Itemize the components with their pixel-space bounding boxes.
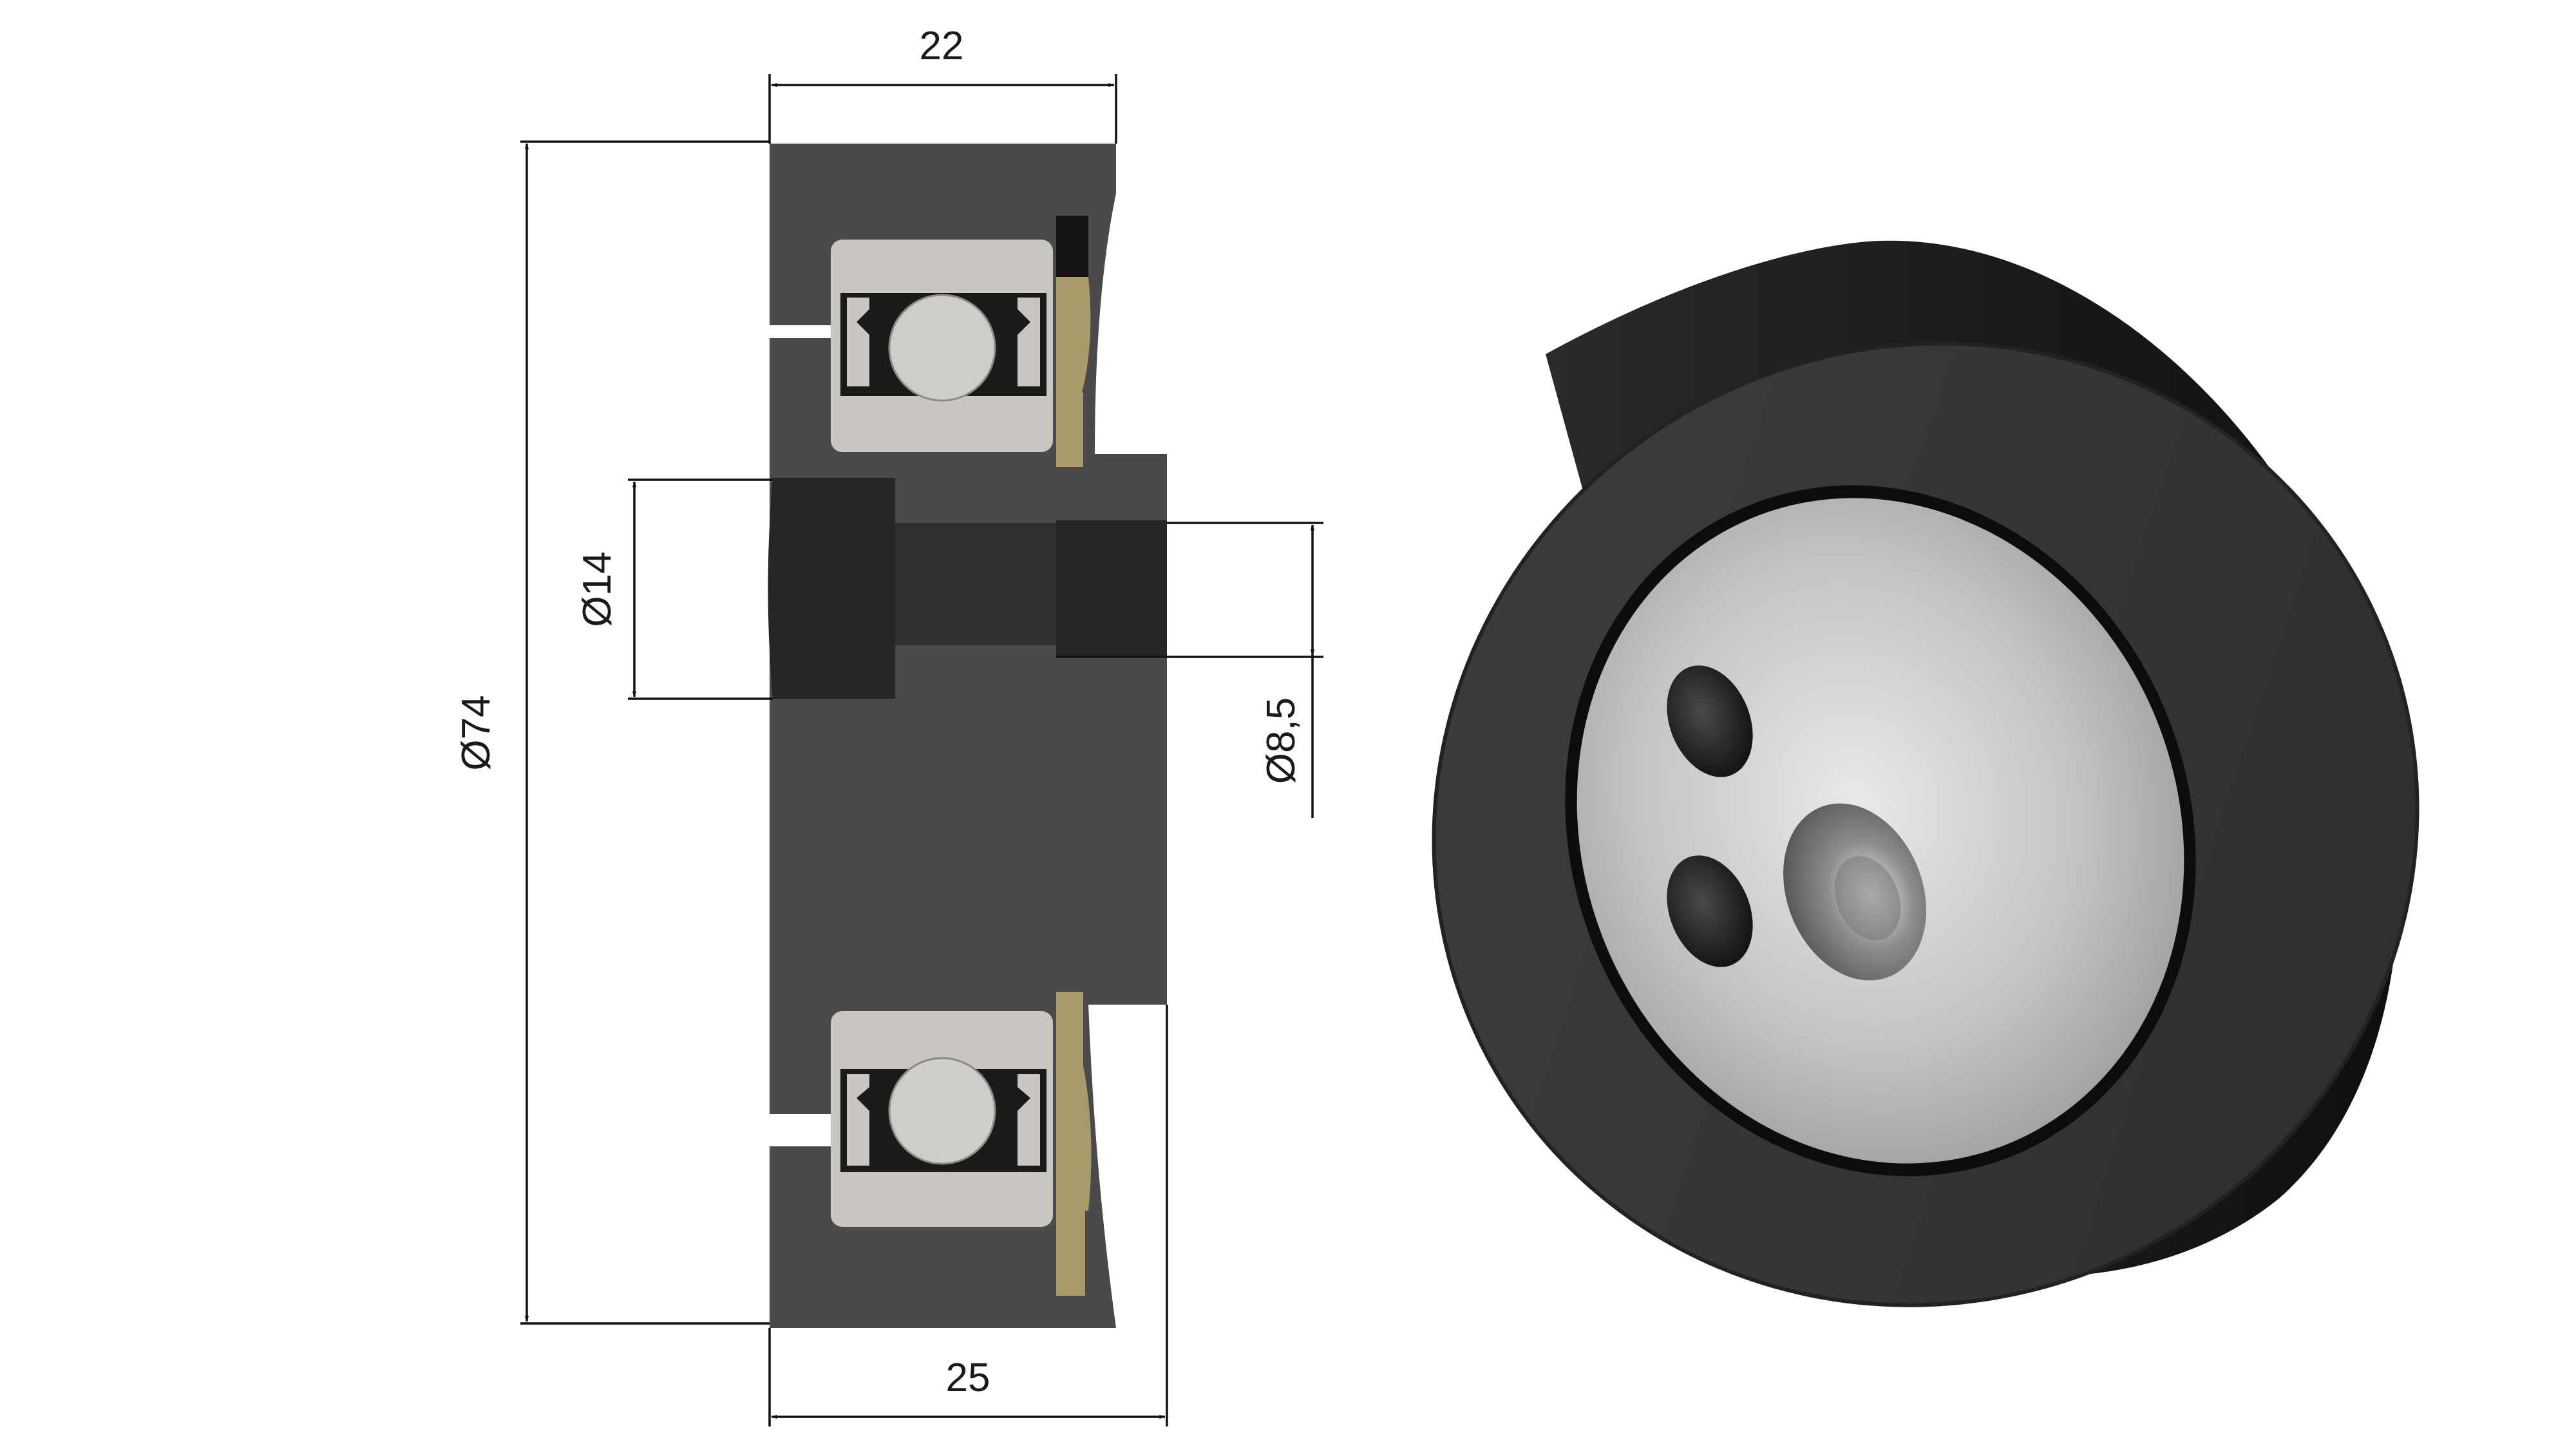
dim-shaft-diameter: Ø8,5 [1259,697,1303,784]
section-view [768,144,1167,1328]
mounting-hole-top [1667,665,1753,777]
bearing-top [831,240,1053,452]
bearing-ball [888,1057,996,1165]
rubber-edge-top [1095,193,1116,454]
rubber-edge-bottom [1088,1005,1116,1328]
wheel-3d-view [1432,240,2420,1307]
hub-highlight [895,523,1056,645]
dim-top-width: 22 [920,24,964,68]
bearing-ball [888,294,996,402]
washer-bottom [1056,992,1092,1296]
dim-outer-diameter: Ø74 [454,695,498,770]
bearing-bottom [831,1011,1053,1227]
dimensions: 22 25 Ø74 Ø14 Ø8,5 [454,24,1323,1426]
mounting-hole-bottom [1667,855,1753,967]
dim-bottom-width: 25 [946,1356,990,1400]
washer-top [1056,216,1091,467]
dim-bore-diameter: Ø14 [575,551,620,627]
